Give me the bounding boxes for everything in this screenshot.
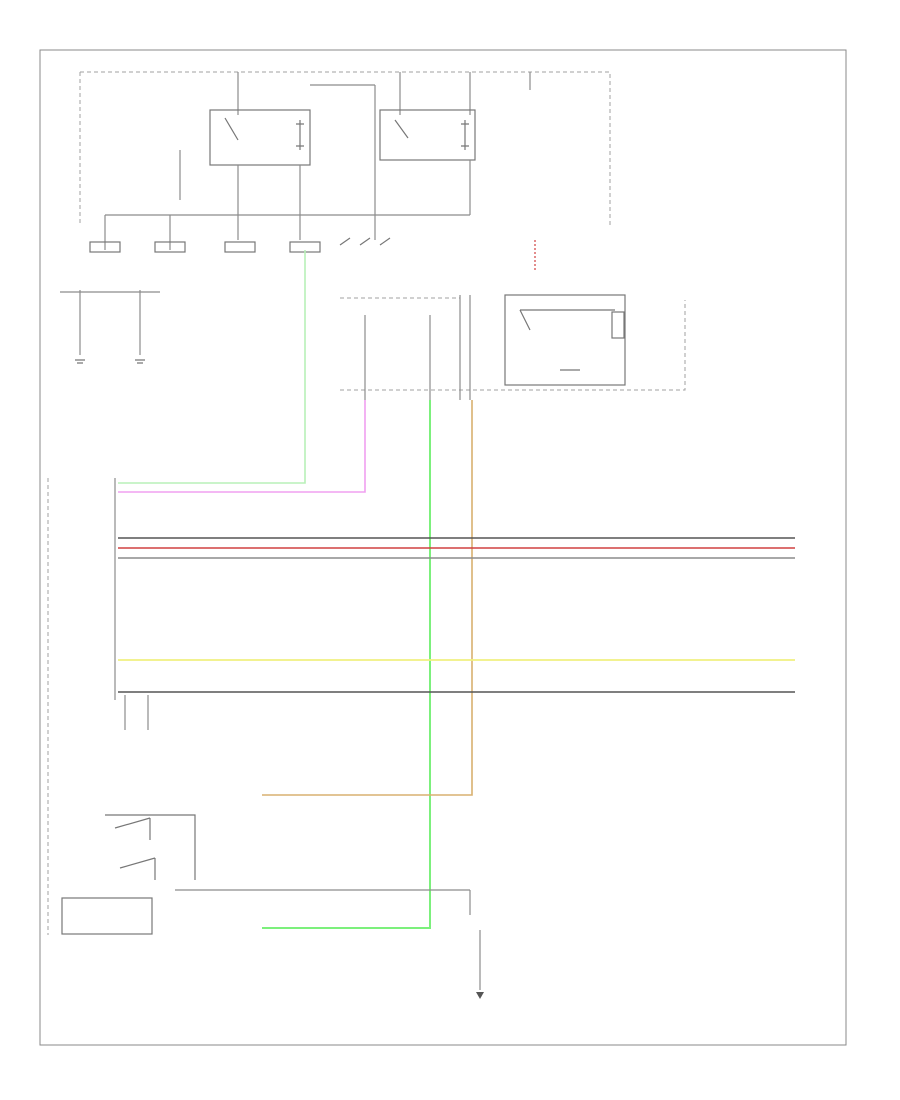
harness-lines	[118, 537, 795, 693]
switch-assembly	[61, 814, 471, 935]
relay-right	[379, 109, 476, 215]
wire-tan	[262, 400, 473, 796]
wire-green	[262, 400, 431, 929]
wire-light-green	[118, 250, 306, 484]
relay-coil-icon	[296, 120, 304, 150]
switch-contact-icon	[114, 817, 151, 840]
ground-icon	[476, 992, 484, 999]
relay-coil-icon	[461, 120, 469, 150]
left-grounds	[60, 290, 160, 364]
connector-row-top	[89, 237, 391, 253]
junction-block-outline	[80, 71, 611, 225]
relay-left	[179, 84, 376, 240]
ground-icon	[75, 359, 85, 364]
ground-icon	[135, 359, 145, 364]
relay-coil-icon	[611, 311, 625, 339]
ecm-grounds	[124, 695, 149, 730]
top-fuses	[237, 72, 531, 115]
bottom-ground	[476, 930, 484, 999]
diagram-frame	[39, 49, 847, 1046]
control-unit-box	[504, 294, 626, 386]
wire-pink	[118, 400, 366, 493]
control-unit-outline	[340, 297, 686, 391]
switch-contact-icon	[119, 857, 156, 880]
